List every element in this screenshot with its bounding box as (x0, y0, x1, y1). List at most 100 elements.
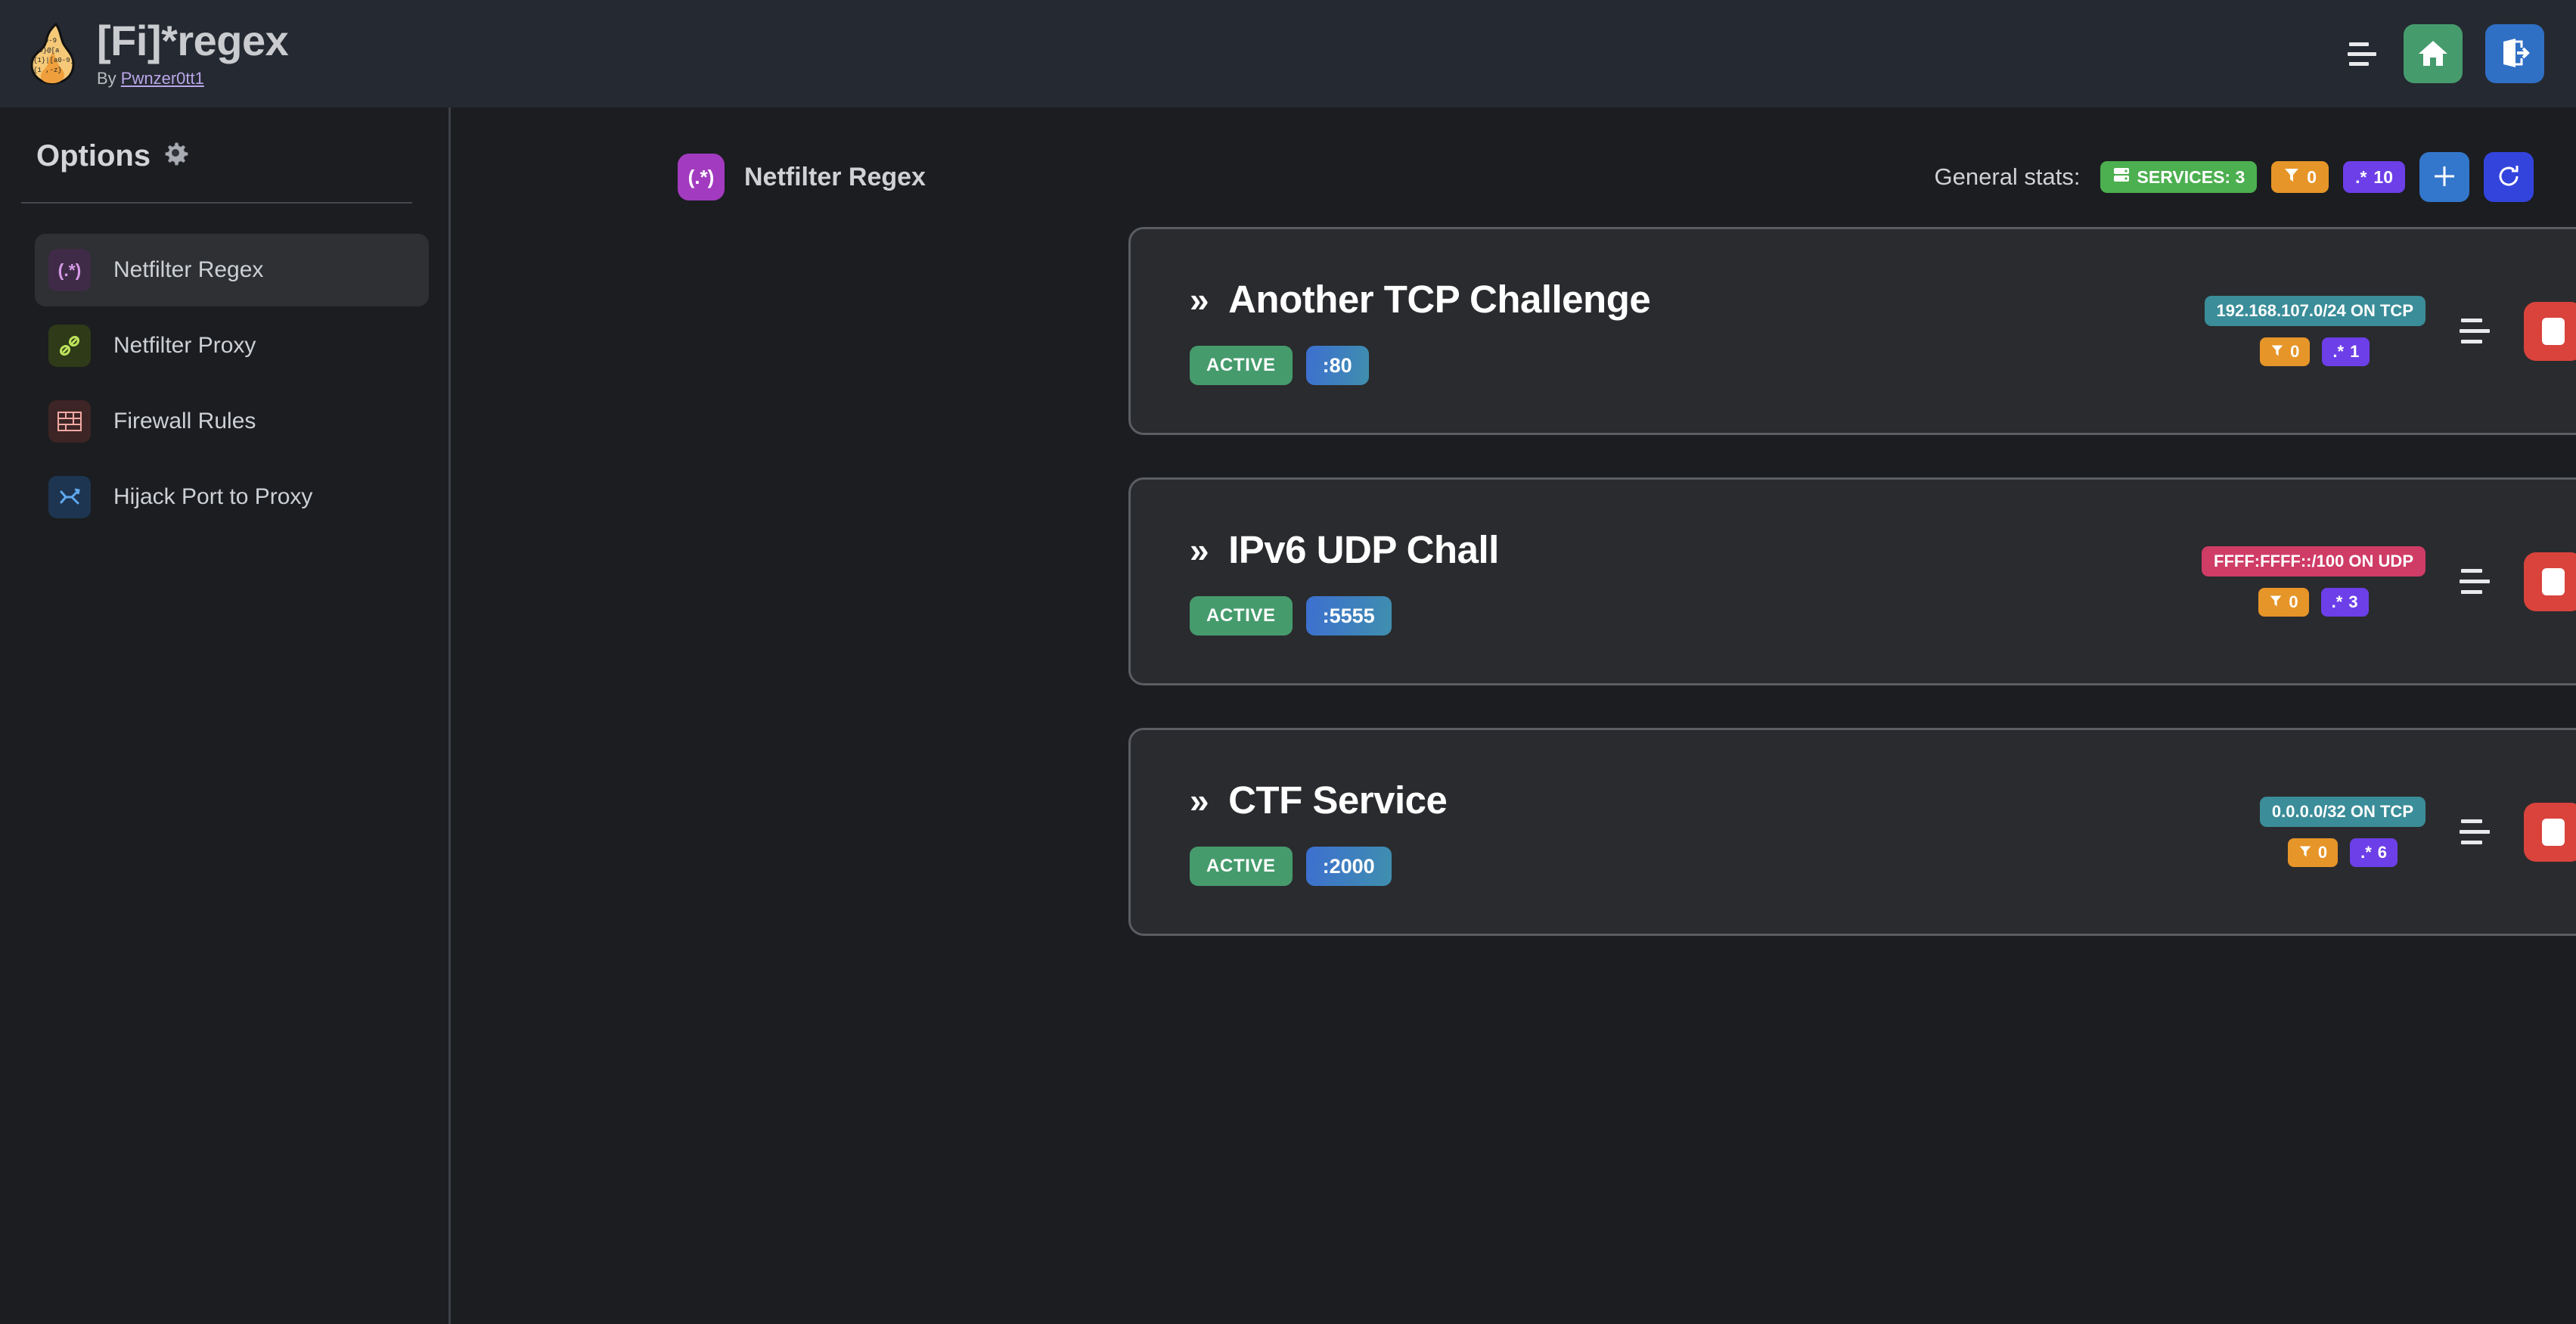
sidebar-item-label: Hijack Port to Proxy (113, 484, 313, 509)
service-info: » CTF Service ACTIVE :2000 (1131, 778, 1448, 886)
regexes-count: 6 (2377, 843, 2388, 862)
filters-badge[interactable]: 0 (2260, 337, 2311, 366)
service-title-row: » IPv6 UDP Chall (1190, 527, 1499, 572)
app-title: [Fi]*regex (97, 16, 289, 64)
regex-icon: .* (2332, 342, 2345, 361)
service-network-stats: 0.0.0.0/32 ON TCP 0 .* 6 (2259, 797, 2425, 867)
regexes-badge[interactable]: .* 3 (2320, 588, 2369, 617)
funnel-icon (2269, 592, 2283, 612)
server-icon (2112, 166, 2131, 188)
general-stats-label: General stats: (1934, 163, 2081, 190)
add-service-button[interactable] (2419, 152, 2469, 202)
sidebar-item-label: Netfilter Proxy (113, 333, 256, 358)
service-title-row: » CTF Service (1190, 778, 1448, 822)
service-controls: 192.168.107.0/24 ON TCP 0 .* 1 (2204, 296, 2576, 366)
filters-count-badge[interactable]: 0 (2271, 161, 2329, 193)
sidebar-item-firewall-rules[interactable]: Firewall Rules (35, 385, 429, 458)
page-title: Netfilter Regex (744, 162, 926, 191)
status-badge: ACTIVE (1190, 596, 1293, 636)
home-button[interactable] (2404, 24, 2463, 83)
sidebar-item-label: Firewall Rules (113, 409, 256, 434)
port-badge: :5555 (1305, 596, 1392, 636)
port-badge: :2000 (1305, 847, 1392, 886)
funnel-icon (2298, 843, 2312, 862)
service-card[interactable]: » Another TCP Challenge ACTIVE :80 192.1… (1128, 227, 2576, 435)
stop-button[interactable] (2524, 552, 2576, 611)
branch-arrow-icon (48, 476, 91, 518)
app-author-line: By Pwnzer0tt1 (97, 69, 288, 89)
regexes-badge[interactable]: .* 6 (2350, 838, 2398, 867)
content-header: (.*) Netfilter Regex General stats: SERV… (451, 107, 2576, 207)
regex-icon: (.*) (48, 249, 91, 291)
port-badge: :80 (1305, 346, 1369, 385)
main-content: (.*) Netfilter Regex General stats: SERV… (451, 107, 2576, 1324)
brick-wall-icon (48, 400, 91, 443)
sidebar-item-label: Netfilter Regex (113, 257, 264, 282)
funnel-icon (2283, 166, 2300, 188)
service-tags: ACTIVE :80 (1190, 346, 1650, 385)
service-info: » Another TCP Challenge ACTIVE :80 (1131, 277, 1651, 385)
logout-icon (2499, 37, 2531, 71)
service-network-stats: FFFF:FFFF::/100 ON UDP 0 .* 3 (2202, 546, 2425, 617)
stop-icon (2542, 317, 2565, 345)
regex-icon: (.*) (678, 154, 725, 200)
by-label: By (97, 68, 121, 88)
refresh-button[interactable] (2484, 152, 2534, 202)
filters-badge[interactable]: 0 (2287, 838, 2339, 867)
mini-stats: 0 .* 6 (2287, 838, 2398, 867)
service-name: CTF Service (1228, 779, 1448, 822)
sidebar-nav: (.*) Netfilter Regex Netfilter Proxy Fir… (0, 234, 448, 533)
sidebar-item-netfilter-proxy[interactable]: Netfilter Proxy (35, 309, 429, 382)
author-link[interactable]: Pwnzer0tt1 (120, 68, 204, 88)
services-count-badge[interactable]: SERVICES: 3 (2100, 161, 2258, 193)
regexes-count-badge[interactable]: .* 10 (2343, 161, 2405, 193)
brand: -z0-9 .0}@[a {1}|[a0-9] {1 ,-z} [Fi]*reg… (0, 16, 289, 89)
service-card[interactable]: » CTF Service ACTIVE :2000 0.0.0.0/32 ON… (1128, 728, 2576, 936)
svg-text:.0}@[a: .0}@[a (35, 47, 60, 54)
mini-stats: 0 .* 1 (2260, 337, 2370, 366)
stop-button[interactable] (2524, 301, 2576, 361)
stop-button[interactable] (2524, 802, 2576, 862)
service-card[interactable]: » IPv6 UDP Chall ACTIVE :5555 FFFF:FFFF:… (1128, 477, 2576, 685)
regexes-count: 3 (2348, 592, 2358, 611)
filters-badge[interactable]: 0 (2258, 588, 2309, 617)
home-icon (2418, 39, 2448, 70)
funnel-icon (2270, 342, 2284, 362)
network-badge: 192.168.107.0/24 ON TCP (2204, 296, 2425, 326)
plus-icon (2432, 163, 2457, 191)
service-info: » IPv6 UDP Chall ACTIVE :5555 (1131, 527, 1499, 636)
stop-icon (2542, 818, 2565, 846)
network-badge: 0.0.0.0/32 ON TCP (2259, 797, 2425, 827)
logout-button[interactable] (2485, 24, 2544, 83)
header-actions (2343, 24, 2576, 83)
filters-count: 0 (2317, 843, 2328, 862)
sidebar: Options (.*) Netfilter Regex Netfilter P… (0, 107, 451, 1324)
gear-icon[interactable] (163, 139, 188, 173)
regexes-badge[interactable]: .* 1 (2322, 337, 2370, 366)
drag-handle-icon[interactable] (2457, 319, 2492, 343)
drag-handle-icon[interactable] (2457, 569, 2492, 594)
service-tags: ACTIVE :5555 (1190, 596, 1499, 636)
status-badge: ACTIVE (1190, 847, 1293, 886)
sidebar-item-hijack-port-to-proxy[interactable]: Hijack Port to Proxy (35, 461, 429, 533)
svg-text:-z0-9: -z0-9 (36, 37, 57, 45)
service-title-row: » Another TCP Challenge (1190, 277, 1651, 322)
svg-text:{1}|[a0-9]: {1}|[a0-9] (33, 57, 74, 64)
filters-count: 0 (2289, 592, 2298, 611)
drag-handle-icon[interactable] (2457, 819, 2492, 844)
filters-count: 0 (2290, 342, 2300, 361)
general-stats: General stats: SERVICES: 3 0 .* 10 (1935, 152, 2534, 202)
sidebar-title: Options (36, 139, 151, 172)
service-list: » Another TCP Challenge ACTIVE :80 192.1… (451, 207, 2576, 936)
sidebar-title-row: Options (0, 107, 448, 173)
refresh-icon (2496, 163, 2522, 191)
sidebar-divider (21, 202, 412, 204)
filters-count-label: 0 (2307, 166, 2317, 187)
service-controls: 0.0.0.0/32 ON TCP 0 .* 6 (2259, 797, 2576, 867)
regexes-count: 1 (2350, 342, 2360, 361)
app-header: -z0-9 .0}@[a {1}|[a0-9] {1 ,-z} [Fi]*reg… (0, 0, 2576, 107)
hamburger-icon[interactable] (2343, 39, 2381, 69)
mini-stats: 0 .* 3 (2258, 588, 2369, 617)
sidebar-item-netfilter-regex[interactable]: (.*) Netfilter Regex (35, 234, 429, 306)
service-name: IPv6 UDP Chall (1228, 528, 1499, 571)
